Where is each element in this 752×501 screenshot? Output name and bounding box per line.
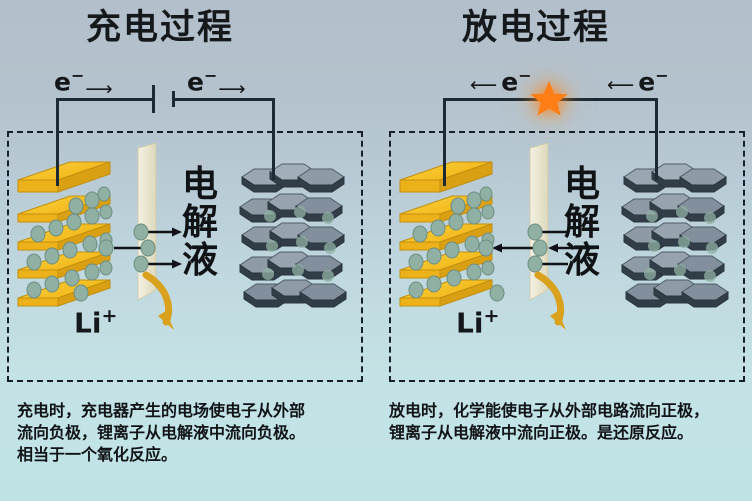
- electrolyte-char-2: 解: [563, 202, 600, 243]
- electrolyte-char-3: 液: [181, 240, 218, 281]
- lithium-symbol: Li: [74, 306, 102, 340]
- electron-label-discharge-left: ⟵e−: [470, 63, 532, 97]
- electrolyte-label-discharge: 电 解 液: [562, 166, 602, 280]
- electron-symbol: e: [54, 67, 71, 97]
- electron-flow-arrow-icon: ⟶: [218, 78, 246, 101]
- electrolyte-char-1: 电: [563, 164, 600, 205]
- cell-boundary-discharge: [389, 131, 745, 382]
- lithium-ion-label-charge: Li+: [74, 305, 117, 339]
- lead-wire-positive-discharge: [443, 130, 446, 186]
- electron-label-charge-right: e−⟶: [187, 63, 246, 100]
- circuit-wire-top-left-charge: [56, 98, 152, 101]
- caption-charge: 充电时，充电器产生的电场使电子从外部 流向负极，锂离子从电解液中流向负极。 相当…: [17, 401, 306, 464]
- electrolyte-char-2: 解: [181, 202, 218, 243]
- electron-charge-sign: −: [518, 66, 532, 85]
- electron-charge-sign: −: [655, 66, 669, 85]
- electron-flow-arrow-icon: ⟶: [85, 78, 113, 101]
- panel-title-charge: 充电过程: [86, 8, 235, 48]
- lead-wire-negative-charge: [272, 130, 275, 180]
- battery-symbol-long-plate: [152, 85, 155, 113]
- electron-charge-sign: −: [70, 66, 85, 85]
- lead-wire-positive-charge: [56, 130, 59, 186]
- lithium-charge-sign: +: [101, 305, 118, 327]
- electrolyte-char-1: 电: [181, 164, 218, 205]
- circuit-wire-top-right-charge: [175, 98, 275, 101]
- electron-symbol: e: [638, 67, 656, 97]
- cell-boundary-charge: [7, 131, 363, 382]
- battery-symbol-short-plate: [172, 91, 175, 107]
- electron-symbol: e: [187, 67, 204, 97]
- lithium-symbol: Li: [456, 306, 484, 340]
- electron-symbol: e: [501, 67, 519, 97]
- spark-star-icon: [527, 77, 571, 121]
- electron-flow-arrow-icon: ⟵: [607, 74, 635, 97]
- lithium-ion-label-discharge: Li+: [456, 305, 499, 339]
- electron-label-charge-left: e−⟶: [54, 63, 113, 100]
- electrolyte-label-charge: 电 解 液: [180, 166, 220, 280]
- panel-title-discharge: 放电过程: [462, 8, 611, 48]
- electron-charge-sign: −: [203, 66, 218, 85]
- lead-wire-negative-discharge: [655, 130, 658, 180]
- electrolyte-char-3: 液: [563, 240, 600, 281]
- caption-discharge: 放电时，化学能使电子从外部电路流向正极， 锂离子从电解液中流向正极。是还原反应。: [389, 401, 710, 442]
- electron-flow-arrow-icon: ⟵: [470, 74, 498, 97]
- lithium-charge-sign: +: [483, 305, 500, 327]
- electron-label-discharge-right: ⟵e−: [607, 63, 669, 97]
